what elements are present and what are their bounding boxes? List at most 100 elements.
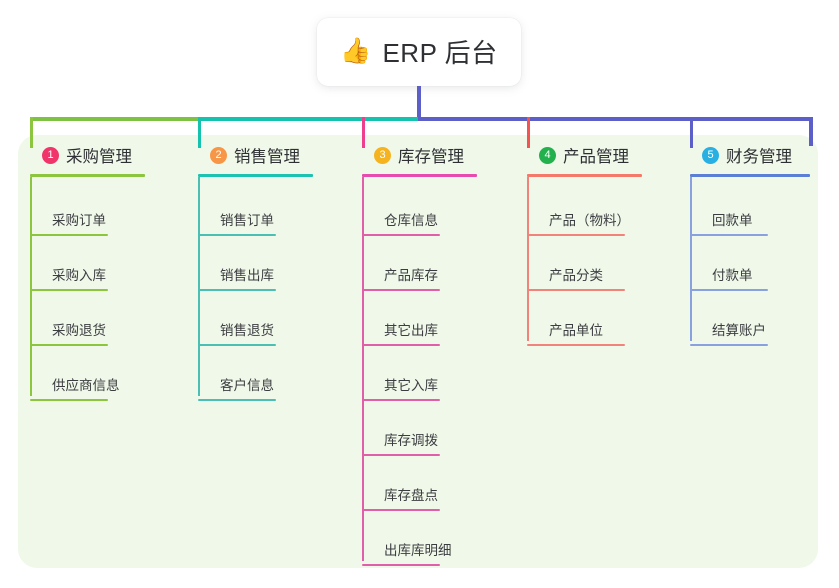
leaf-item[interactable]: 销售退货	[198, 319, 276, 346]
leaf-item[interactable]: 产品库存	[362, 264, 440, 291]
leaf-item[interactable]: 客户信息	[198, 374, 276, 401]
branch-header-1[interactable]: 1 采购管理	[30, 143, 145, 167]
branch-spine-5	[690, 177, 692, 341]
leaf-item[interactable]: 产品单位	[527, 319, 625, 346]
leaf-label: 付款单	[712, 268, 753, 283]
leaf-label: 产品（物料）	[549, 213, 630, 228]
leaf-label: 仓库信息	[384, 213, 438, 228]
branch-badge-4: 4	[539, 146, 556, 164]
leaf-item[interactable]: 供应商信息	[30, 374, 120, 401]
root-title: ERP 后台	[382, 37, 498, 68]
leaf-rule	[362, 234, 440, 236]
leaf-label: 产品库存	[384, 268, 438, 283]
leaf-rule	[362, 289, 440, 291]
leaf-rule	[198, 289, 276, 291]
leaf-label: 产品分类	[549, 268, 603, 283]
leaf-item[interactable]: 库存盘点	[362, 484, 440, 511]
branch-title-5: 财务管理	[726, 148, 792, 166]
branch-title-1: 采购管理	[66, 148, 132, 166]
leaf-rule	[362, 344, 440, 346]
leaf-label: 结算账户	[712, 323, 766, 338]
leaf-rule	[527, 234, 625, 236]
leaf-rule	[30, 289, 108, 291]
branch-4: 4 产品管理产品（物料） 产品分类产品单位	[527, 143, 642, 346]
leaf-rule	[362, 399, 440, 401]
mindmap-panel	[18, 135, 818, 568]
leaf-rule	[527, 344, 625, 346]
branch-title-3: 库存管理	[398, 148, 464, 166]
branch-rule-5	[690, 174, 810, 177]
leaf-label: 销售订单	[220, 213, 274, 228]
leaf-item[interactable]: 结算账户	[690, 319, 768, 346]
leaf-rule	[30, 344, 108, 346]
branch-title-4: 产品管理	[563, 148, 629, 166]
branch-rule-2	[198, 174, 313, 177]
leaf-rule	[362, 564, 440, 566]
leaf-item[interactable]: 采购订单	[30, 209, 108, 236]
leaf-rule	[198, 399, 276, 401]
connector-bar-segment-3	[418, 117, 811, 121]
branch-stub-line-4	[526, 117, 530, 148]
branch-badge-3: 3	[374, 146, 391, 164]
leaf-label: 客户信息	[220, 378, 274, 393]
connector-bar-segment-2	[198, 117, 420, 121]
branch-header-3[interactable]: 3 库存管理	[362, 143, 477, 167]
branch-badge-5: 5	[702, 146, 719, 164]
leaf-label: 库存盘点	[384, 488, 438, 503]
leaf-item[interactable]: 销售出库	[198, 264, 276, 291]
branch-rule-3	[362, 174, 477, 177]
leaf-item[interactable]: 仓库信息	[362, 209, 440, 236]
leaf-item[interactable]: 采购退货	[30, 319, 108, 346]
leaf-rule	[30, 234, 108, 236]
leaf-rule	[527, 289, 625, 291]
branch-3: 3 库存管理仓库信息产品库存其它出库其它入库库存调拨库存盘点出库库明细	[362, 143, 477, 566]
leaf-item[interactable]: 其它入库	[362, 374, 440, 401]
branch-header-4[interactable]: 4 产品管理	[527, 143, 642, 167]
leaf-item[interactable]: 付款单	[690, 264, 768, 291]
leaf-rule	[362, 454, 440, 456]
leaf-label: 出库库明细	[384, 543, 452, 558]
branch-title-2: 销售管理	[234, 148, 300, 166]
leaf-label: 采购入库	[52, 268, 106, 283]
leaf-item[interactable]: 产品（物料）	[527, 209, 630, 236]
leaf-rule	[30, 399, 108, 401]
branch-badge-1: 1	[42, 146, 59, 164]
branch-spine-2	[198, 177, 200, 396]
leaf-item[interactable]: 回款单	[690, 209, 768, 236]
leaf-item[interactable]: 销售订单	[198, 209, 276, 236]
branch-5: 5 财务管理回款单付款单结算账户	[690, 143, 810, 346]
root-trunk-line	[417, 86, 421, 120]
leaf-label: 其它入库	[384, 378, 438, 393]
leaf-label: 库存调拨	[384, 433, 438, 448]
leaf-label: 采购订单	[52, 213, 106, 228]
leaf-rule	[690, 289, 768, 291]
leaf-item[interactable]: 产品分类	[527, 264, 625, 291]
leaf-rule	[198, 344, 276, 346]
connector-bar-segment-1	[30, 117, 200, 121]
leaf-label: 销售出库	[220, 268, 274, 283]
leaf-label: 供应商信息	[52, 378, 120, 393]
root-node-content: 👍 ERP 后台	[340, 33, 497, 70]
leaf-label: 其它出库	[384, 323, 438, 338]
leaf-item[interactable]: 出库库明细	[362, 539, 452, 566]
leaf-item[interactable]: 采购入库	[30, 264, 108, 291]
branch-spine-4	[527, 177, 529, 341]
leaf-rule	[690, 234, 768, 236]
branch-spine-1	[30, 177, 32, 396]
leaf-item[interactable]: 库存调拨	[362, 429, 440, 456]
branch-header-5[interactable]: 5 财务管理	[690, 143, 810, 167]
branch-stub-line-5	[689, 117, 693, 148]
leaf-label: 回款单	[712, 213, 753, 228]
connector-bar-right-elbow	[809, 117, 813, 146]
leaf-rule	[362, 509, 440, 511]
leaf-label: 采购退货	[52, 323, 106, 338]
branch-rule-4	[527, 174, 642, 177]
root-node[interactable]: 👍 ERP 后台	[317, 18, 521, 86]
leaf-label: 销售退货	[220, 323, 274, 338]
leaf-item[interactable]: 其它出库	[362, 319, 440, 346]
leaf-label: 产品单位	[549, 323, 603, 338]
leaf-rule	[198, 234, 276, 236]
branch-stub-line-3	[361, 117, 365, 148]
